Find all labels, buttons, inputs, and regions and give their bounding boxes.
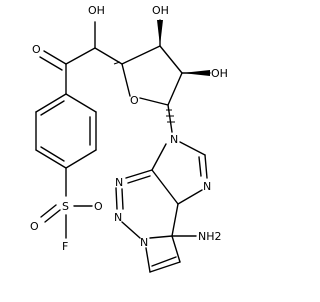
- bond: [198, 156, 202, 177]
- bond: [121, 188, 124, 210]
- oh-label: OH: [88, 4, 105, 17]
- bond: [151, 256, 177, 267]
- bond: [35, 149, 67, 169]
- ketone-o-label: O: [32, 43, 41, 56]
- oh-label: OH: [211, 67, 228, 80]
- bond: [149, 261, 181, 273]
- sulfonyl-o-label: O: [30, 220, 39, 233]
- bond: [159, 45, 183, 74]
- bond: [149, 235, 173, 239]
- bond: [151, 169, 179, 205]
- bond: [40, 146, 65, 162]
- bonds: [35, 19, 211, 273]
- bond: [35, 93, 67, 113]
- nh2-label: NH2: [198, 230, 222, 243]
- bond: [39, 56, 63, 71]
- bond: [40, 100, 65, 116]
- n9-label: N: [170, 133, 178, 146]
- bond: [40, 204, 57, 218]
- bond: [167, 104, 173, 133]
- n7-label: N: [203, 180, 211, 193]
- bond: [43, 50, 67, 65]
- bond: [204, 154, 208, 179]
- bond: [145, 247, 151, 273]
- molecule-diagram: OH OH OH O O N N N N N NH2 S O O F: [30, 4, 228, 273]
- oh-label: OH: [152, 4, 169, 17]
- bond: [44, 209, 61, 223]
- sulfonyl-o-label: O: [94, 200, 103, 213]
- bond: [121, 63, 131, 97]
- bond: [127, 175, 151, 184]
- bond: [171, 203, 179, 237]
- bond: [115, 187, 118, 210]
- sulfur-label: S: [62, 200, 69, 213]
- bond: [65, 47, 96, 65]
- atom-labels: OH OH OH O O N N N N N NH2 S O O F: [30, 4, 228, 253]
- bond: [167, 72, 183, 106]
- bond: [94, 47, 123, 65]
- bond: [65, 93, 97, 113]
- bond: [151, 143, 167, 171]
- bond: [179, 141, 206, 156]
- wedge-bond: [182, 70, 210, 76]
- bond: [65, 149, 97, 169]
- wedge-bond: [157, 20, 163, 46]
- structure-svg: OH OH OH O O N N N N N NH2 S O O F: [30, 4, 228, 273]
- hash-bond: [113, 61, 121, 65]
- bond: [121, 221, 141, 239]
- triazine-n-label: N: [115, 176, 123, 189]
- bond: [125, 169, 153, 179]
- ring-o-label: O: [130, 94, 139, 107]
- bond: [139, 97, 169, 106]
- triazine-n-label: N: [114, 211, 122, 224]
- fluorine-label: F: [62, 240, 68, 253]
- bridge-n-label: N: [140, 236, 148, 249]
- bond: [177, 189, 203, 205]
- bond: [121, 45, 161, 65]
- stereo-bonds: [113, 20, 210, 123]
- bond: [171, 235, 181, 263]
